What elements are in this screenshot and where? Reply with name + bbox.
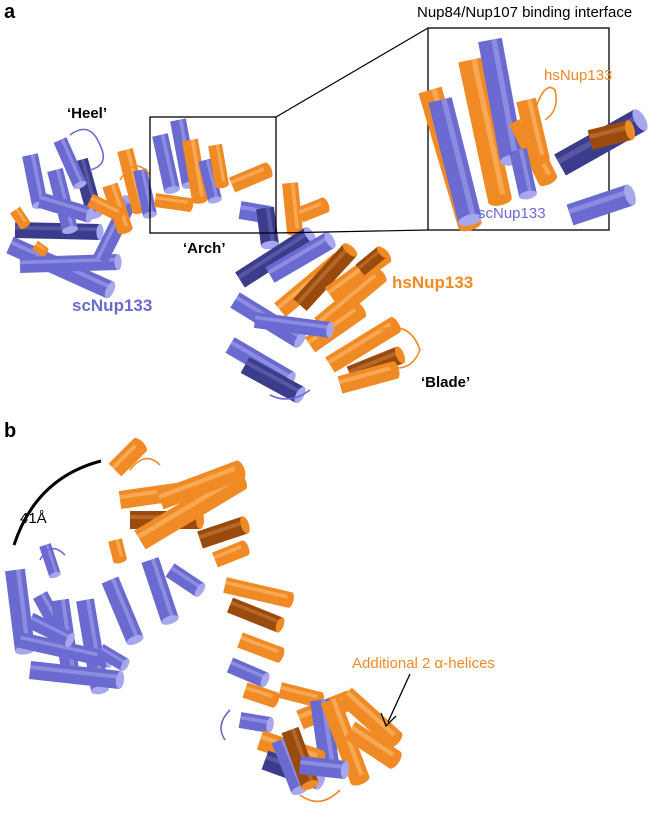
distance-label: 41Å [20, 510, 47, 527]
sc-helix-cylinder [165, 563, 206, 597]
panel-b-letter: b [4, 420, 16, 442]
sc-helix-cylinder [96, 643, 130, 672]
zoom-box [149, 116, 277, 234]
sc-helix-cylinder [235, 227, 316, 288]
inset-panel [418, 27, 648, 232]
inset-sc-label: scNup133 [478, 205, 546, 222]
sc-helix-cylinder [509, 148, 537, 200]
sc-helix-cylinder [299, 756, 350, 779]
panel-a-blade-region [225, 197, 421, 404]
hs-loop [119, 165, 151, 181]
hs-helix-cylinder [108, 538, 127, 564]
hs-helix-cylinder [156, 460, 246, 510]
sc-helix-cylinder [14, 222, 104, 240]
sc-helix-cylinder [566, 184, 636, 226]
panel-b-structure [5, 438, 403, 803]
distance-arc [12, 459, 102, 546]
hs-helix-cylinder [223, 577, 294, 608]
sc-helix-cylinder [29, 661, 125, 689]
sc-helix-cylinder [26, 612, 75, 648]
sc-nup133-label: scNup133 [72, 296, 152, 315]
panel-a-structure [6, 118, 421, 404]
hs-helix-cylinder [242, 682, 280, 708]
sc-helix-cylinder [152, 133, 180, 194]
sc-helix-cylinder [253, 312, 334, 338]
hs-helix-cylinder [227, 597, 285, 633]
hs-helix-cylinder [516, 97, 550, 165]
panel-a-heel-region [6, 118, 303, 299]
inset-hs-label: hsNup133 [544, 67, 612, 84]
hs-helix-cylinder [10, 206, 31, 230]
hs-helix-cylinder [587, 120, 635, 150]
hs-helix-cylinder [344, 721, 402, 769]
hs-helix-cylinder [228, 162, 273, 193]
sc-helix-cylinder [76, 598, 109, 695]
sc-helix-cylinder [265, 231, 336, 283]
hs-helix-cylinder [154, 193, 194, 212]
hs-nup133-label: hsNup133 [392, 273, 473, 292]
heel-label: ‘Heel’ [67, 105, 107, 122]
hs-loop [379, 326, 421, 369]
hs-helix-cylinder [108, 438, 147, 477]
hs-helix-cylinder [237, 632, 285, 663]
blade-label: ‘Blade’ [421, 374, 470, 391]
hs-helix-cylinder [293, 243, 358, 312]
arch-label: ‘Arch’ [183, 240, 226, 257]
hs-helix-cylinder [197, 516, 250, 549]
panel-b-sc-helices [5, 543, 206, 695]
hs-helix-cylinder [325, 317, 401, 373]
zoom-connector-bottom [275, 229, 429, 234]
hs-loop [534, 86, 558, 121]
sc-helix-cylinder [37, 192, 95, 223]
hs-helix-cylinder [458, 57, 512, 206]
panel-a-letter: a [4, 1, 16, 23]
sc-helix-cylinder [39, 543, 61, 579]
sc-loop [269, 389, 311, 400]
inset-structure [418, 37, 648, 232]
hs-helix-cylinder [355, 246, 388, 276]
panel-b-blade-helices [220, 577, 403, 803]
sc-helix-cylinder [240, 357, 306, 404]
sc-helix-cylinder [226, 657, 270, 688]
hs-helix-cylinder [282, 182, 303, 236]
hs-loop [299, 789, 341, 803]
hs-helix-cylinder [297, 197, 330, 223]
hs-helix-cylinder [208, 143, 229, 189]
hs-helix-cylinder [337, 361, 400, 394]
helix-annotation-arrowhead [380, 712, 397, 728]
sc-helix-cylinder [19, 254, 122, 273]
zoom-connector-top [275, 27, 429, 118]
sc-helix-cylinder [256, 206, 279, 250]
helix-annotation-arrow [387, 673, 411, 723]
sc-helix-cylinder [238, 712, 274, 733]
sc-helix-cylinder [101, 576, 144, 646]
sc-loop [220, 709, 231, 741]
sc-helix-cylinder [141, 557, 179, 625]
helix-annotation: Additional 2 α-helices [352, 655, 495, 672]
hs-loop [129, 457, 161, 471]
sc-helix-cylinder [53, 137, 87, 190]
sc-helix-cylinder [198, 158, 222, 204]
hs-helix-cylinder [86, 193, 125, 222]
sc-loop [69, 128, 105, 171]
sc-loop [39, 547, 66, 561]
hs-helix-cylinder [182, 138, 208, 204]
hs-helix-cylinder [32, 240, 49, 257]
hs-helix-cylinder [338, 687, 403, 749]
panel-b-top-helices [108, 438, 250, 568]
inset-title: Nup84/Nup107 binding interface [417, 4, 632, 21]
sc-helix-cylinder [428, 97, 482, 226]
hs-helix-cylinder [212, 540, 250, 568]
